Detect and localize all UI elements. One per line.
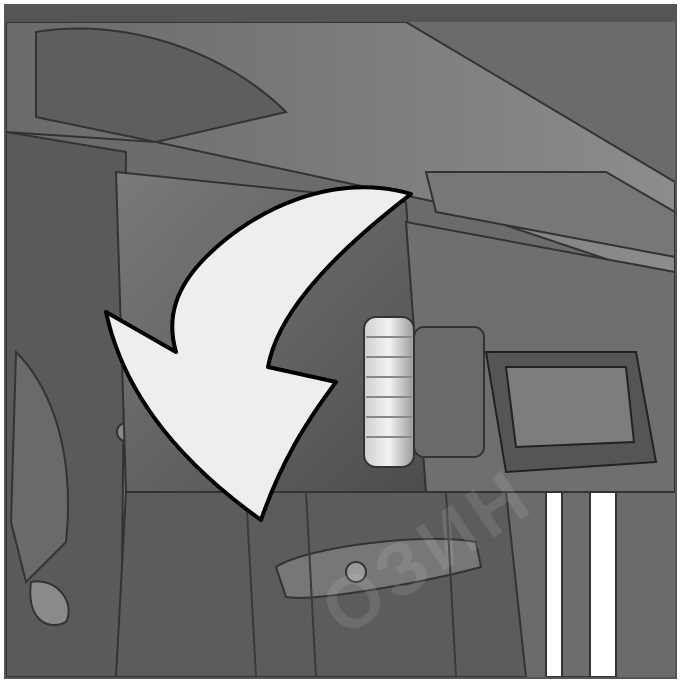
mount-face [504,366,636,449]
ring-housing [413,326,485,458]
rotary-ring [363,316,415,468]
latch-lever [274,537,483,599]
tool-drawing [6,22,675,677]
header-bar [4,4,677,20]
ring-ridges [366,336,412,438]
body-contours [245,491,457,677]
latch-pivot [345,561,367,583]
shaft [561,491,591,677]
left-grip [9,349,69,584]
tool-illustration: ОЗИН [4,20,677,679]
rotation-arrow-icon [104,185,413,522]
handle-top [35,27,288,144]
left-tab [29,580,70,627]
top-ridge [424,171,675,259]
